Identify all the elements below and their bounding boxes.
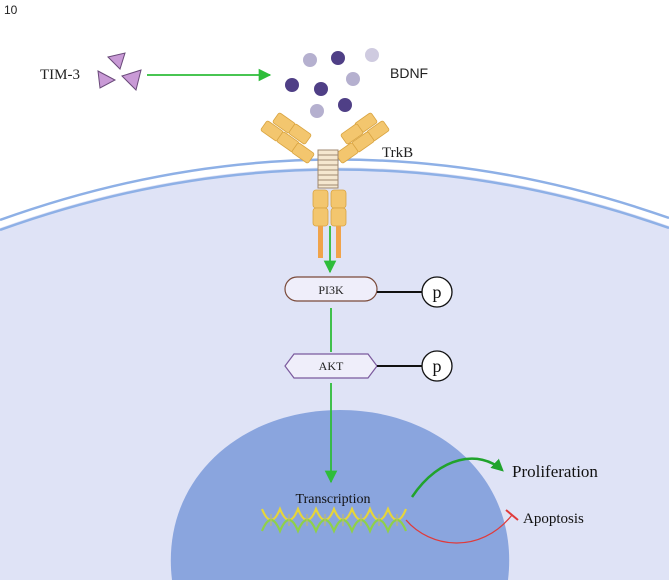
tim3-label: TIM-3 [40,67,80,83]
nucleus [170,410,510,580]
triangle-molecule-icon [97,52,142,91]
panel-number: 10 [4,3,18,17]
bdnf-label: BDNF [390,65,428,81]
dna-helix-icon [260,506,408,534]
apoptosis-inhibition-arrow [405,514,513,544]
akt-label: AKT [319,359,344,373]
pi3k-box [284,276,378,302]
akt-phospho-label: p [433,356,442,376]
receptor-icon [260,112,390,258]
proliferation-label: Proliferation [512,462,598,481]
pi3k-label: PI3K [318,283,344,297]
circle-molecule-icon [285,48,379,118]
trkb-label: TrkB [382,145,413,161]
apoptosis-label: Apoptosis [523,511,584,527]
proliferation-arrow [410,457,504,498]
pi3k-phospho-circle [421,276,453,308]
akt-box [284,353,378,379]
transcription-label: Transcription [296,492,371,507]
pi3k-phospho-label: p [433,282,442,302]
apoptosis-inhibition-bar [505,509,519,521]
akt-phospho-circle [421,350,453,382]
